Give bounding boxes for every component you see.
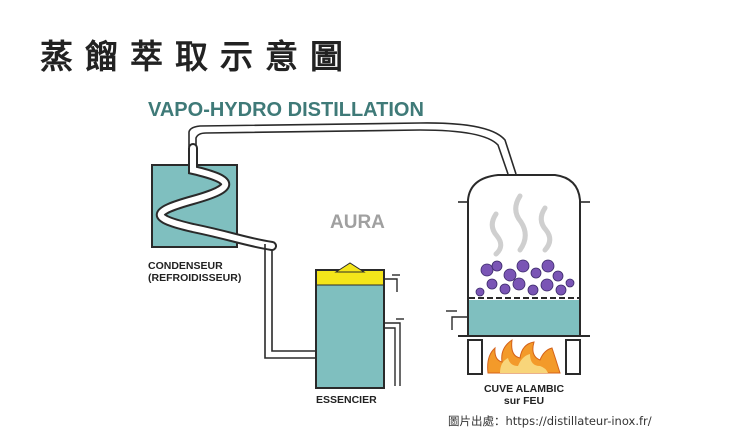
plant-material [475, 259, 575, 297]
vapor-pipe [188, 122, 517, 175]
alambic-label-line1: CUVE ALAMBIC [484, 383, 565, 395]
condenser [151, 143, 277, 251]
page-title: 蒸餾萃取示意圖 [40, 37, 355, 76]
condenser-label-line1: CONDENSEUR [148, 260, 223, 272]
alambic-label-line2: sur FEU [504, 395, 544, 407]
image-credit: 圖片出處：https://distillateur-inox.fr/ [448, 414, 652, 428]
aura-label: AURA [330, 212, 385, 233]
condenser-label-line2: (REFROIDISSEUR) [148, 272, 241, 284]
essencier-label: ESSENCIER [316, 394, 377, 406]
diagram-title: VAPO-HYDRO DISTILLATION [148, 99, 424, 121]
essencier [315, 262, 404, 389]
steam-wisps [489, 193, 553, 257]
fire [487, 338, 561, 374]
